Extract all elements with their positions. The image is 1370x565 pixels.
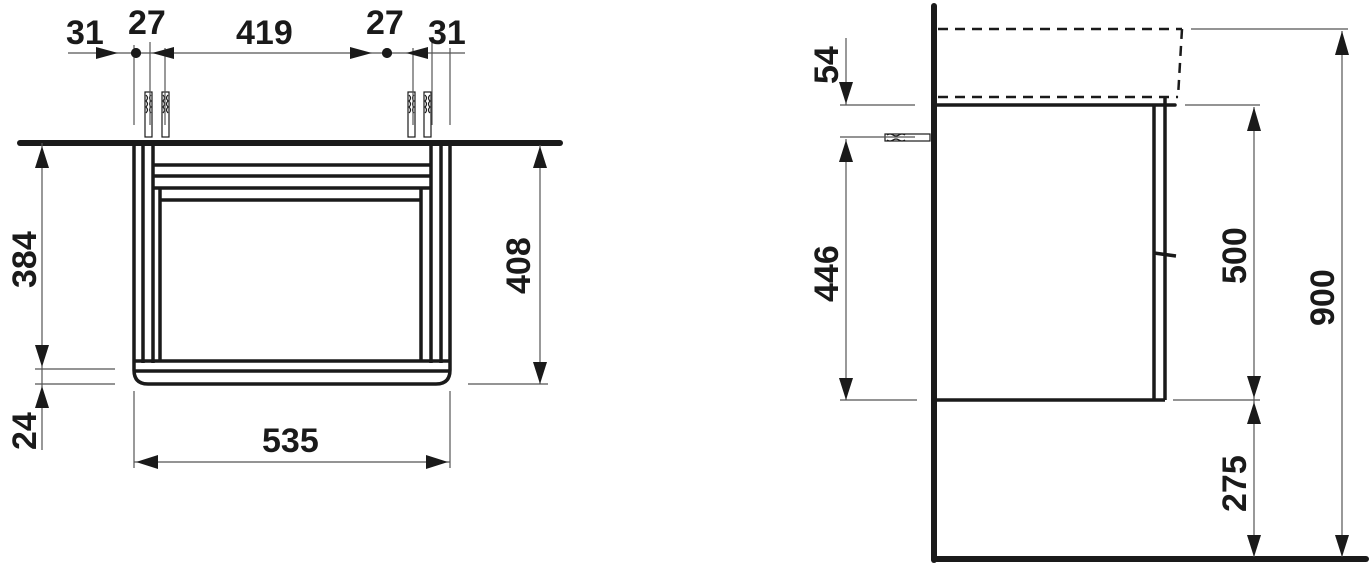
dim-bottom-panel: 24 — [6, 412, 44, 450]
dim-left-anchor-spacing: 27 — [128, 4, 166, 42]
washbasin-outline-dashed — [938, 27, 1184, 99]
front-view: 31 27 419 27 31 384 24 — [6, 4, 563, 469]
cabinet-side — [932, 97, 1177, 402]
dim-right-anchor-spacing: 27 — [366, 4, 404, 42]
dim-anchor-center-distance: 419 — [236, 14, 293, 52]
side-view: 54 446 500 275 900 — [808, 3, 1369, 563]
wall-anchor-right-pair — [407, 91, 432, 138]
dim-width: 535 — [262, 422, 319, 460]
dim-overall-height-side: 900 — [1304, 269, 1342, 326]
dim-height-to-shelf: 384 — [6, 231, 44, 288]
dim-right-edge-offset: 31 — [428, 14, 466, 52]
dim-cabinet-height: 500 — [1216, 227, 1254, 284]
cabinet-front — [132, 143, 452, 386]
dim-left-edge-offset: 31 — [66, 14, 104, 52]
dim-top-offset: 54 — [808, 46, 846, 84]
dim-overall-height-front: 408 — [500, 237, 538, 294]
dim-anchor-to-bottom: 446 — [808, 245, 846, 302]
dim-floor-clearance: 275 — [1216, 455, 1254, 512]
